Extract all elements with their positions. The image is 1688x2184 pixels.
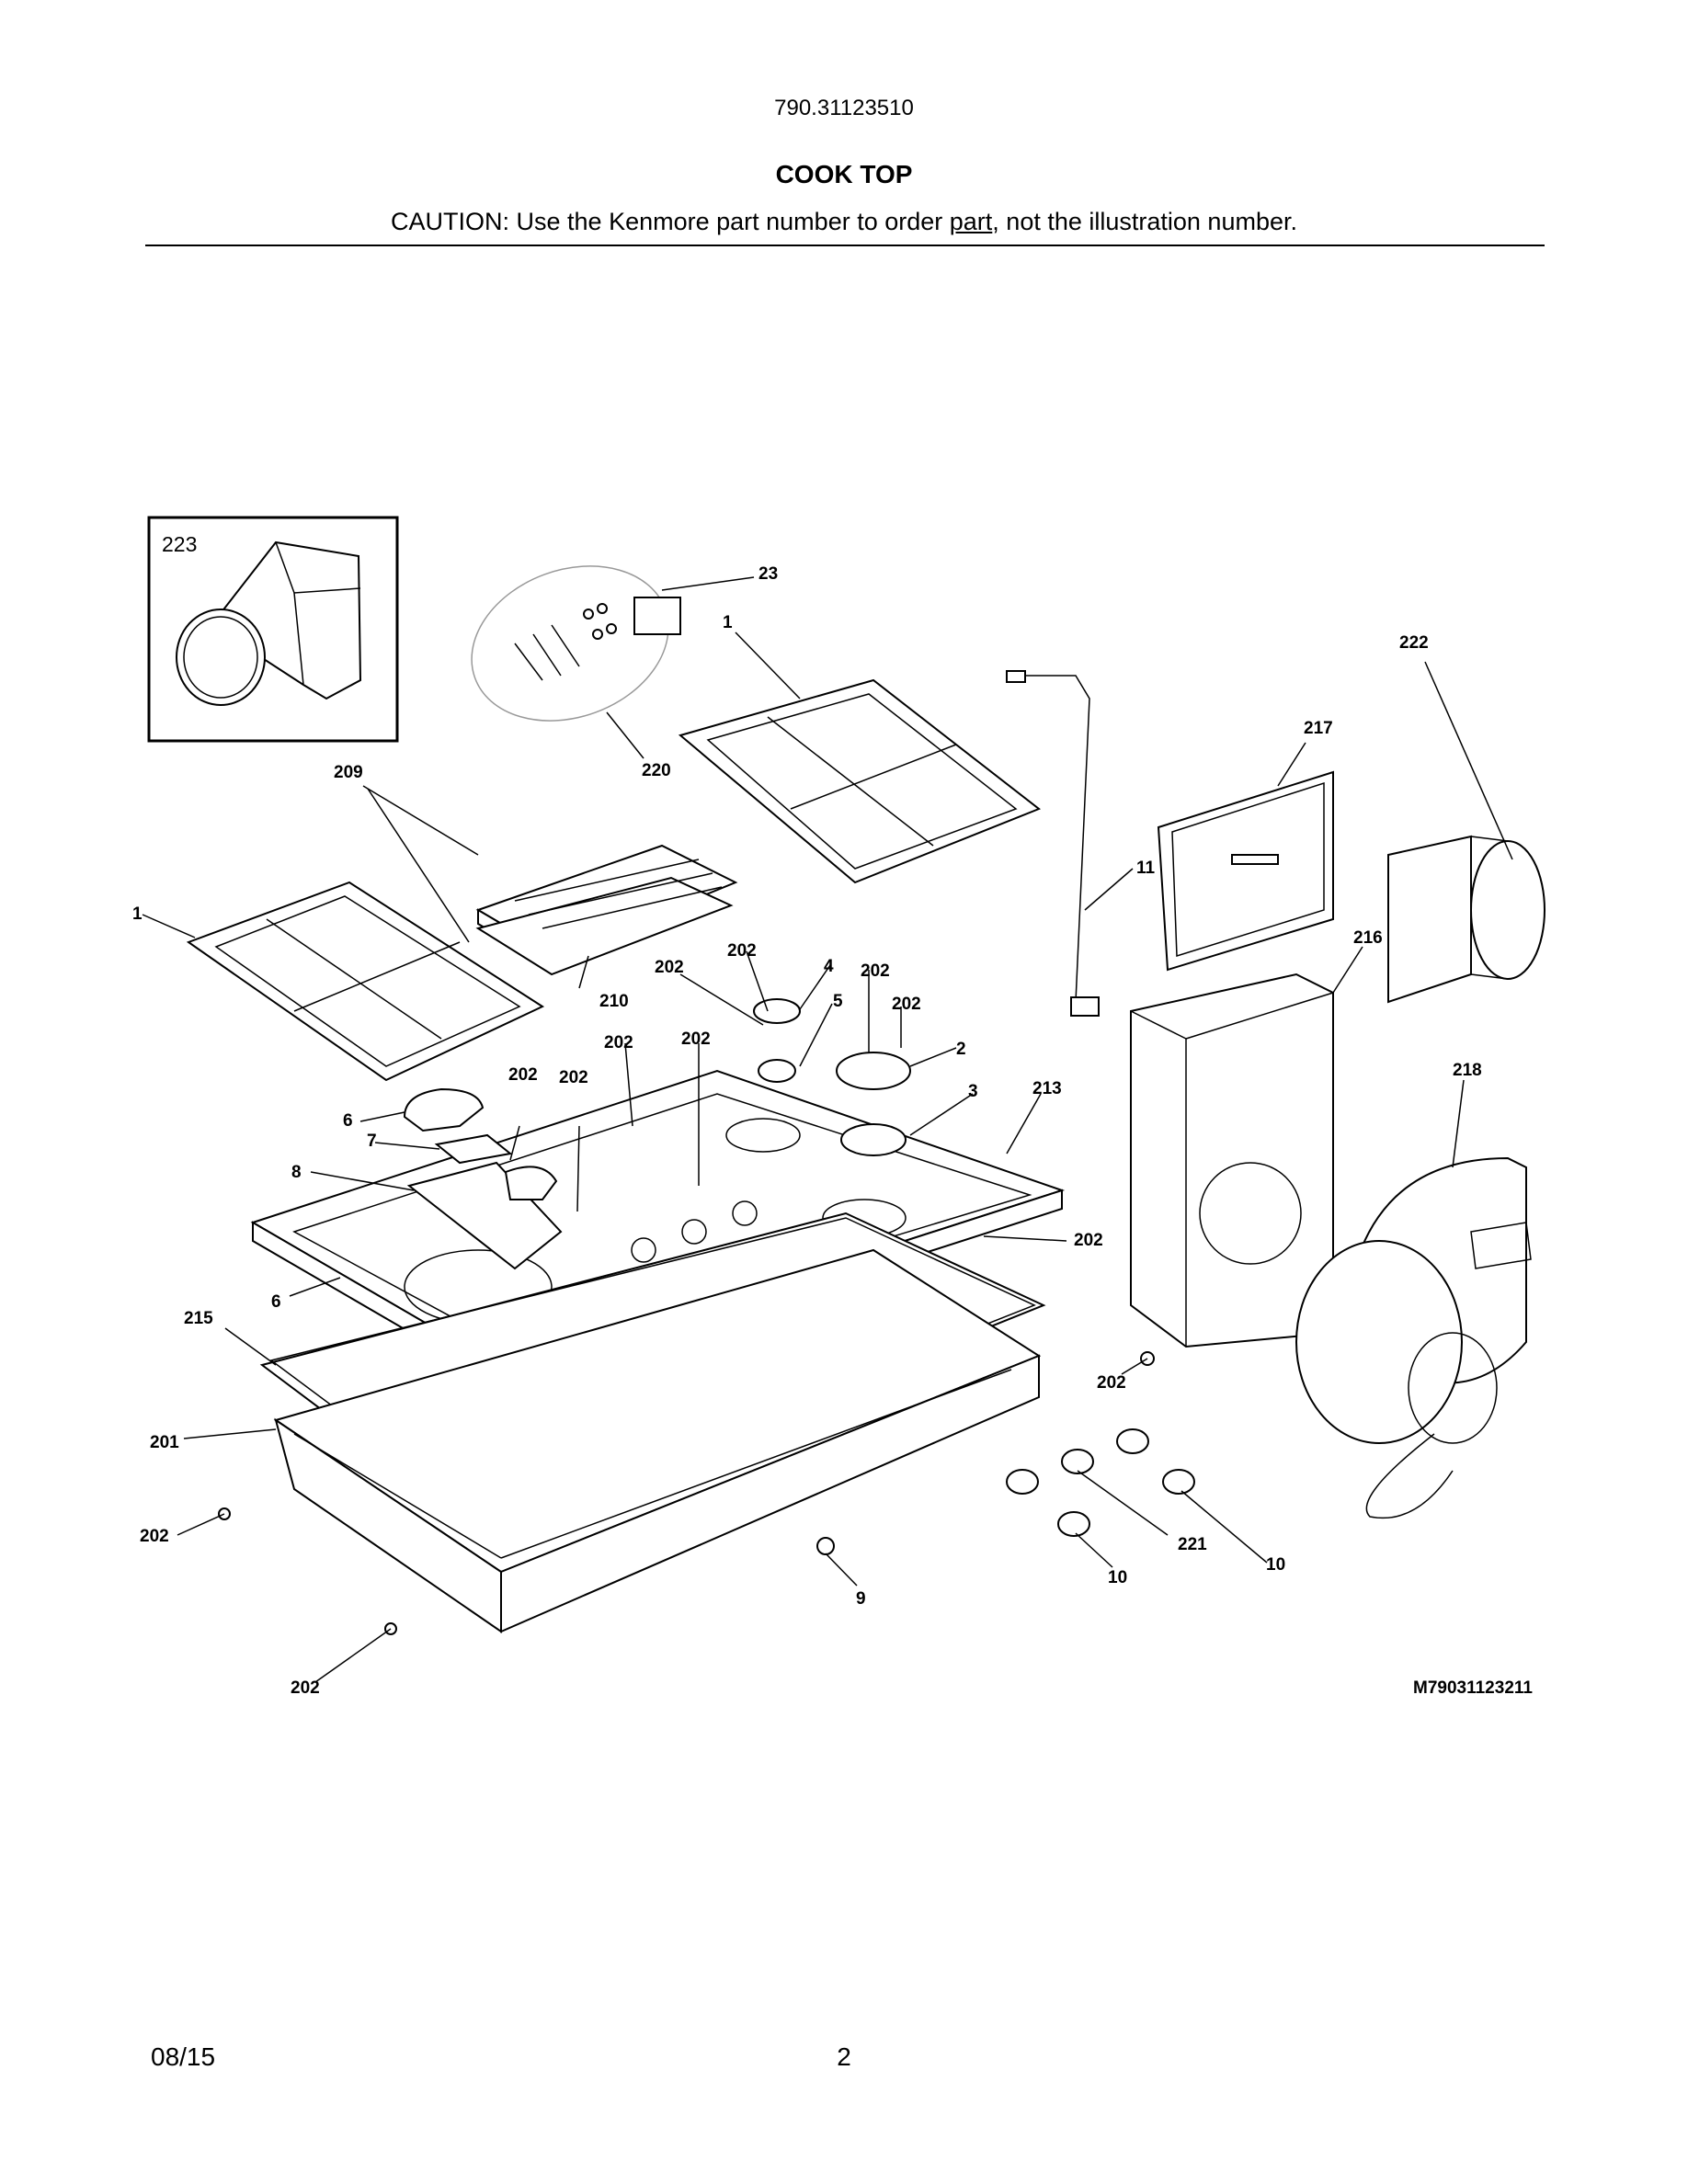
callout-209: 209 — [334, 763, 363, 782]
callout-213: 213 — [1032, 1079, 1062, 1098]
callout-210: 210 — [599, 992, 629, 1011]
callout-222: 222 — [1399, 633, 1429, 653]
griddle-assembly — [475, 844, 738, 976]
drawing-id: M79031123211 — [1413, 1678, 1533, 1698]
knobs — [218, 1351, 1195, 1635]
knob-3 — [1116, 1428, 1149, 1454]
caution-note: CAUTION: Use the Kenmore part number to … — [0, 208, 1688, 236]
cover-panel-217 — [1157, 770, 1334, 972]
callout-202-e: 202 — [604, 1033, 633, 1052]
footer-date: 08/15 — [151, 2042, 216, 2071]
grate-front-left — [186, 881, 545, 1082]
model-number: 790.31123510 — [774, 96, 914, 120]
callout-23: 23 — [758, 564, 778, 584]
cap-6 — [403, 1087, 485, 1132]
caution-part-link: part — [949, 208, 993, 235]
blower-motor — [1295, 1156, 1532, 1519]
caution-text-start: CAUTION: Use the Kenmore part number to … — [391, 208, 950, 235]
callout-1-rear: 1 — [723, 613, 733, 632]
leader-lines — [142, 576, 1513, 1683]
callout-201: 201 — [150, 1433, 179, 1452]
oval-burner-8 — [406, 1161, 563, 1270]
grate-rear — [678, 678, 1041, 884]
callout-220: 220 — [642, 761, 671, 780]
knob-2 — [1061, 1449, 1094, 1474]
cap-7 — [434, 1133, 513, 1165]
knob-4 — [1057, 1511, 1090, 1537]
base-pan-201 — [273, 1248, 1042, 1633]
callout-202-h: 202 — [559, 1068, 588, 1087]
callout-218: 218 — [1453, 1061, 1482, 1080]
wire-harness — [1006, 670, 1100, 1017]
callout-202-i: 202 — [1074, 1231, 1103, 1250]
callout-6-bottom: 6 — [271, 1292, 281, 1312]
callout-8: 8 — [291, 1163, 302, 1182]
callout-10-right: 10 — [1266, 1555, 1285, 1575]
section-title: COOK TOP — [775, 160, 913, 188]
callout-labels: 23 1 222 217 209 220 11 1 216 202 4 202 … — [132, 564, 1482, 1698]
callout-4: 4 — [824, 957, 834, 976]
callout-2: 2 — [956, 1040, 966, 1059]
callout-11: 11 — [1136, 859, 1156, 878]
callout-10-left: 10 — [1108, 1568, 1127, 1587]
callout-217: 217 — [1304, 719, 1333, 738]
burner-head-3 — [840, 1123, 907, 1156]
valve-9 — [816, 1537, 835, 1555]
callout-3: 3 — [968, 1082, 978, 1101]
callout-202-b: 202 — [727, 941, 757, 961]
inset-223: 223 — [147, 516, 399, 743]
callout-202-a: 202 — [655, 958, 684, 977]
callout-216: 216 — [1353, 928, 1383, 948]
callout-202-f: 202 — [681, 1029, 711, 1049]
callout-1-front: 1 — [132, 904, 143, 924]
header-rule — [145, 245, 1545, 246]
callout-202-j: 202 — [1097, 1373, 1126, 1393]
callout-202-k: 202 — [140, 1527, 169, 1546]
callout-6-top: 6 — [343, 1111, 353, 1131]
duct-elbow-collar — [176, 609, 266, 706]
burner-cap-2 — [836, 1052, 911, 1090]
hardware-screws — [514, 603, 617, 681]
callout-202-d: 202 — [892, 995, 921, 1014]
callout-202-g: 202 — [508, 1065, 538, 1085]
hardware-kit-220 — [471, 565, 681, 722]
callout-9: 9 — [856, 1589, 866, 1609]
knob-5 — [1162, 1469, 1195, 1495]
callout-202-c: 202 — [861, 961, 890, 981]
vent-housing — [1130, 973, 1334, 1348]
caution-text-end: , not the illustration number. — [992, 208, 1297, 235]
cap-6b — [504, 1166, 558, 1200]
callout-5: 5 — [833, 992, 843, 1011]
vent-transition — [1387, 835, 1545, 1004]
regulator — [633, 597, 681, 635]
callout-215: 215 — [184, 1309, 213, 1328]
knob-1 — [1006, 1469, 1039, 1495]
burner-head-5 — [758, 1059, 796, 1083]
callout-7: 7 — [367, 1132, 377, 1151]
callout-221: 221 — [1178, 1535, 1207, 1554]
burner-cap-4 — [753, 998, 801, 1024]
inset-label: 223 — [162, 532, 197, 556]
callout-202-l: 202 — [291, 1678, 320, 1698]
page-number: 2 — [837, 2042, 851, 2071]
